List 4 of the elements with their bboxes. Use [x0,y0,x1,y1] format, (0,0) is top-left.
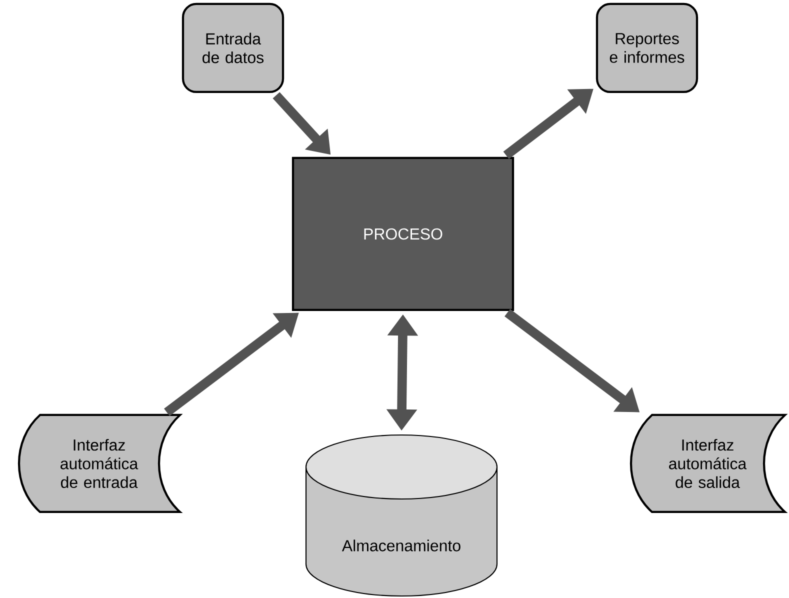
rounded-box: Reportes e informes [596,2,698,94]
storage-cylinder: Almacenamiento [305,434,498,597]
process-box: PROCESO [292,156,514,312]
rounded-box: Entrada de datos [182,2,284,94]
